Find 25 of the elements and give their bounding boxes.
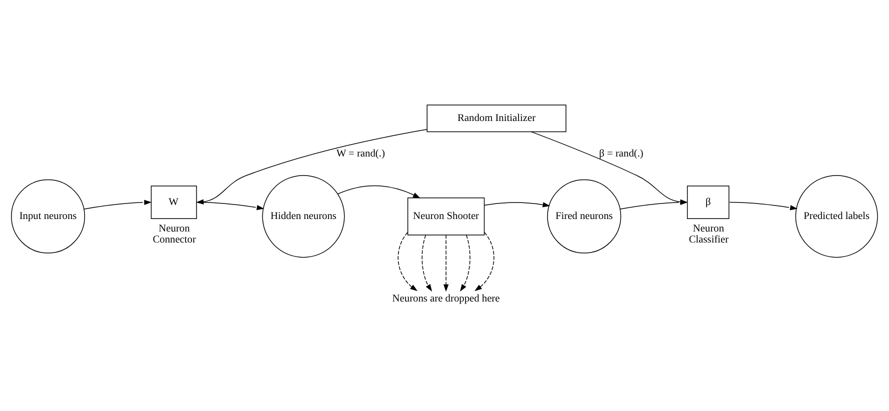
arrow — [530, 130, 688, 204]
node-box: Neuron Shooter — [407, 196, 485, 235]
arrow — [460, 234, 470, 292]
node-box: Random Initializer — [426, 104, 566, 132]
node-label: Neuron Classifier — [688, 222, 729, 246]
node-box: W — [150, 185, 197, 218]
arrow — [474, 232, 494, 291]
arrow — [729, 201, 798, 210]
node-circle: Input neurons — [11, 178, 86, 253]
arrow — [84, 199, 152, 209]
node-text: Neurons are dropped here — [392, 293, 500, 304]
arrow — [196, 201, 264, 210]
node-circle: Fired neurons — [547, 178, 622, 253]
arrow — [443, 234, 449, 292]
edge-label: β = rand(.) — [599, 148, 644, 159]
node-circle: Predicted labels — [795, 174, 878, 258]
edge-label: W = rand(.) — [336, 148, 385, 159]
arrow — [422, 234, 432, 292]
node-box: β — [686, 185, 730, 218]
arrow — [337, 184, 420, 198]
arrow — [620, 199, 688, 209]
node-circle: Hidden neurons — [262, 174, 345, 258]
node-label: Neuron Connector — [152, 222, 196, 246]
arrow — [484, 202, 550, 207]
arrow — [398, 232, 418, 291]
